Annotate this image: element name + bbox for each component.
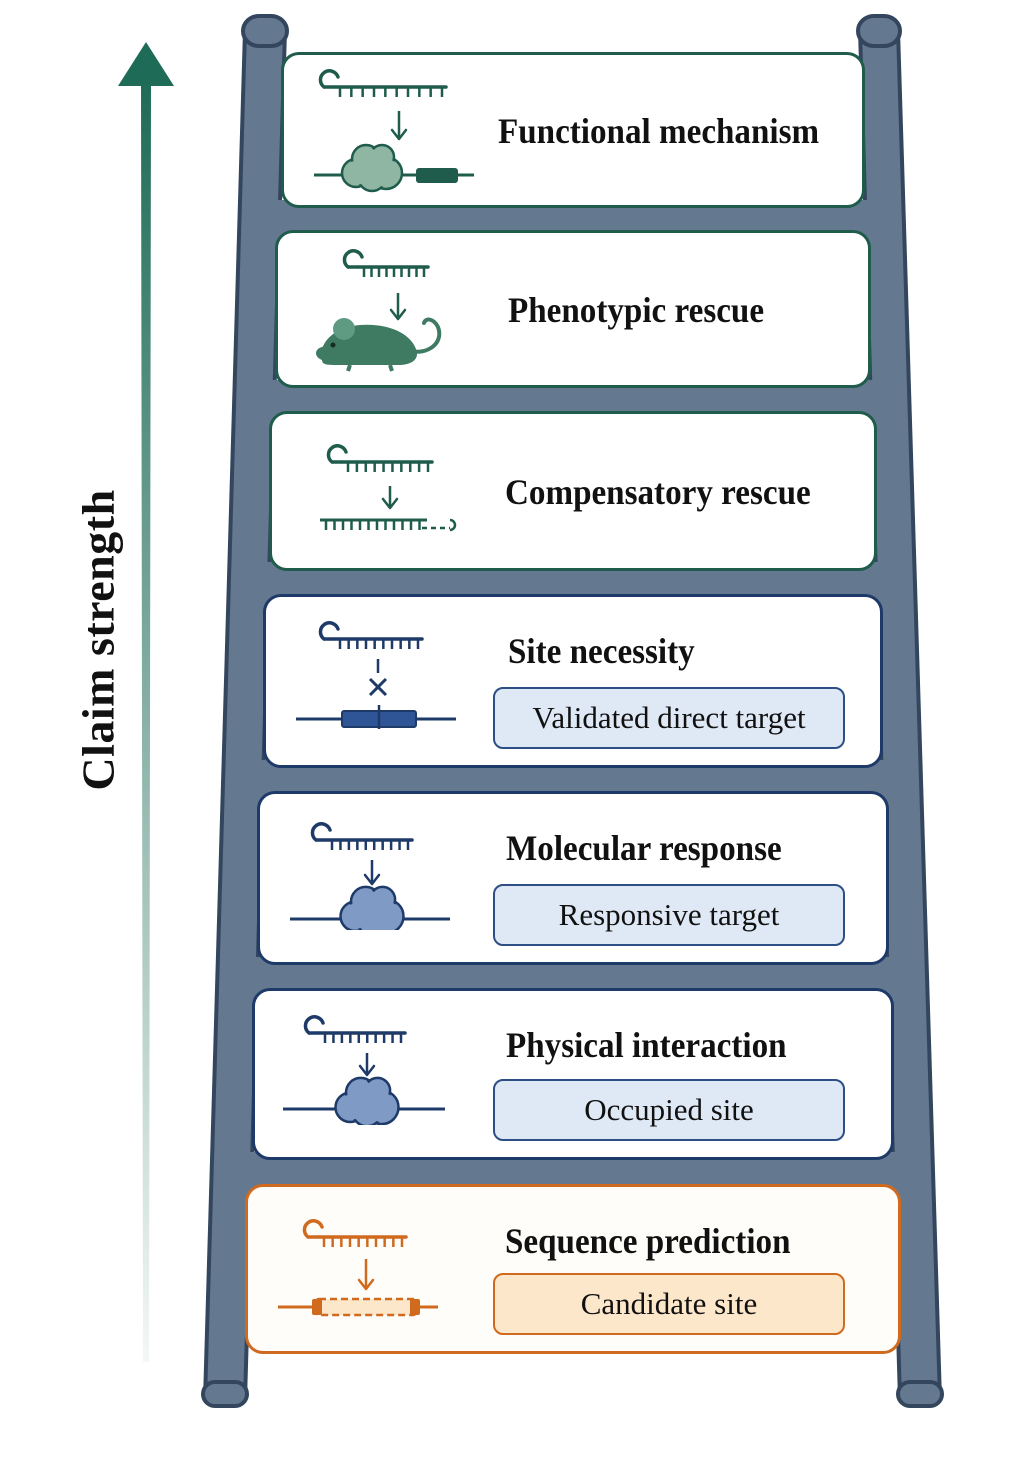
rung-phenotypic-rescue: Phenotypic rescue <box>275 230 871 388</box>
rung-title: Physical interaction <box>506 1025 787 1065</box>
rung-status-badge: Responsive target <box>493 884 845 946</box>
claim-strength-arrow-shaft <box>141 82 151 1362</box>
mirna-protein-gene-icon <box>284 69 489 204</box>
mirna-protein-complex-icon <box>260 810 455 937</box>
rung-status-badge: Validated direct target <box>493 687 845 749</box>
rung-status-badge: Occupied site <box>493 1079 845 1141</box>
mirna-bound-complex-icon <box>255 1005 455 1130</box>
claim-strength-arrow-head <box>118 42 174 86</box>
rung-title: Molecular response <box>506 828 782 868</box>
mirna-complementary-strand-icon <box>272 438 462 553</box>
mirna-mouse-icon <box>278 247 468 382</box>
rung-title: Functional mechanism <box>498 111 820 151</box>
rung-title: Sequence prediction <box>505 1221 791 1261</box>
claim-strength-axis-label: Claim strength <box>72 489 124 791</box>
mirna-candidate-site-icon <box>248 1205 453 1330</box>
rung-functional-mechanism: Functional mechanism <box>281 52 865 208</box>
rung-title: Site necessity <box>508 631 695 671</box>
rung-status-badge: Candidate site <box>493 1273 845 1335</box>
rung-compensatory-rescue: Compensatory rescue <box>269 411 877 571</box>
rung-title: Phenotypic rescue <box>508 290 765 330</box>
rung-title: Compensatory rescue <box>505 472 811 512</box>
mirna-blocked-site-icon <box>266 613 461 738</box>
